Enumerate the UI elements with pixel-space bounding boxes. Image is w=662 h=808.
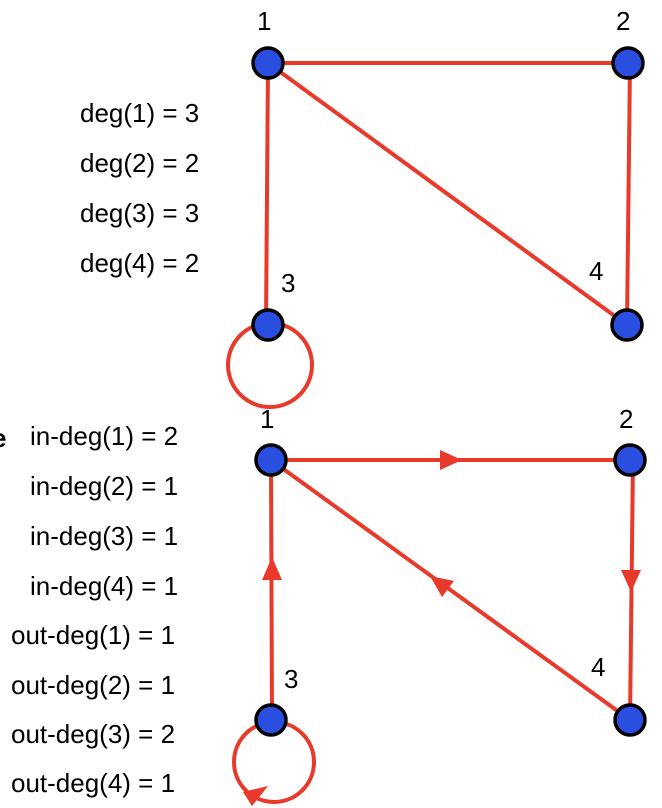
in-degree-label: in-deg(3) = 1 [30, 521, 178, 551]
out-degree-label: out-deg(4) = 1 [11, 768, 175, 798]
node-label-1: 1 [257, 6, 271, 36]
arrow-self-loop-icon [243, 786, 268, 806]
degree-label: deg(1) = 3 [80, 98, 199, 128]
edge-2-4 [625, 62, 632, 326]
node-1 [251, 46, 285, 80]
out-degree-label: out-deg(2) = 1 [11, 670, 175, 700]
degree-label: deg(4) = 2 [80, 248, 199, 278]
node-label-3: 3 [284, 664, 298, 694]
node-3 [254, 703, 288, 737]
edge-1-3 [264, 62, 270, 326]
node-label-1: 1 [260, 404, 274, 434]
node-label-2: 2 [616, 6, 630, 36]
out-degree-label: out-deg(1) = 1 [11, 620, 175, 650]
in-degree-label: in-deg(2) = 1 [30, 471, 178, 501]
edge-4-to-1 [269, 458, 632, 722]
node-2 [613, 443, 647, 477]
directed-graph: 1 2 3 4 in-deg(1) = 2 in-deg(2) = 1 in-d… [11, 404, 647, 806]
node-4 [613, 703, 647, 737]
node-1 [254, 443, 288, 477]
arrow-3-to-1-icon [262, 557, 282, 580]
node-label-2: 2 [619, 404, 633, 434]
node-label-4: 4 [591, 652, 605, 682]
arrow-4-to-1-icon [430, 576, 454, 597]
in-degree-label: in-deg(4) = 1 [30, 571, 178, 601]
node-4 [610, 308, 644, 342]
degree-label: deg(3) = 3 [80, 198, 199, 228]
node-label-3: 3 [281, 268, 295, 298]
edge-1-4 [266, 61, 629, 327]
arrow-2-to-4-icon [621, 570, 641, 592]
in-degree-label: in-deg(1) = 2 [30, 421, 178, 451]
cut-off-text: e [0, 423, 6, 453]
arrow-1-to-2-icon [440, 450, 462, 470]
out-degree-label: out-deg(3) = 2 [11, 719, 175, 749]
undirected-graph: 1 2 3 4 deg(1) = 3 deg(2) = 2 deg(3) = 3… [80, 6, 645, 409]
node-2 [611, 46, 645, 80]
node-label-4: 4 [589, 256, 603, 286]
node-3 [251, 308, 285, 342]
edge-3-to-1 [269, 459, 274, 721]
degree-label: deg(2) = 2 [80, 148, 199, 178]
